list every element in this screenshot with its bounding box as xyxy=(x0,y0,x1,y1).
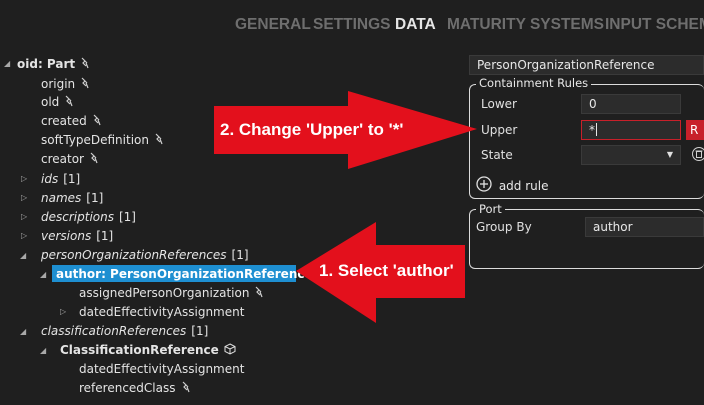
tree-item-old[interactable]: old xyxy=(41,93,74,111)
upper-label: Upper xyxy=(481,123,518,137)
annotation-step2-text: 2. Change 'Upper' to '*' xyxy=(220,120,403,139)
tree-item-classificationreference[interactable]: ClassificationReference xyxy=(60,341,236,359)
tab-general[interactable]: GENERAL xyxy=(235,16,311,33)
tree-item-created[interactable]: created xyxy=(41,112,102,130)
expand-arrow-icon[interactable]: ▷ xyxy=(21,174,28,183)
expand-arrow-icon[interactable]: ▷ xyxy=(60,307,67,316)
tree-item-classificationreferences[interactable]: classificationReferences[1] xyxy=(41,324,209,338)
trash-icon[interactable] xyxy=(692,146,704,166)
group-by-input[interactable]: author xyxy=(585,217,704,237)
lower-input[interactable]: 0 xyxy=(581,94,681,114)
tree-item-softtypedefinition[interactable]: softTypeDefinition xyxy=(41,131,164,149)
tree-item-ids[interactable]: ids[1] xyxy=(41,172,81,186)
state-label: State xyxy=(481,148,513,162)
tree-item-creator[interactable]: creator xyxy=(41,150,99,168)
annotation-arrow-step1 xyxy=(296,222,465,323)
link-icon xyxy=(80,76,90,94)
tree-item-dated-effectivity-2[interactable]: datedEffectivityAssignment xyxy=(79,362,245,376)
reset-button[interactable]: R xyxy=(686,120,704,140)
link-icon xyxy=(64,94,74,112)
tree-item-origin[interactable]: origin xyxy=(41,75,90,93)
port-group xyxy=(469,209,704,269)
tree-item-names[interactable]: names[1] xyxy=(41,191,104,205)
tab-bar: GENERAL SETTINGS DATA MATURITY SYSTEMS I… xyxy=(0,16,704,38)
collapse-arrow-icon[interactable]: ◢ xyxy=(4,59,11,68)
link-icon xyxy=(254,285,264,303)
tree-item-assignedpersonorganization[interactable]: assignedPersonOrganization xyxy=(79,284,264,302)
containment-rules-title: Containment Rules xyxy=(476,77,592,90)
add-rule-button[interactable]: add rule xyxy=(476,176,549,194)
state-select[interactable]: ▼ xyxy=(581,145,681,165)
tree-selection-highlight xyxy=(52,265,296,282)
group-by-label: Group By xyxy=(476,220,532,234)
plus-circle-icon xyxy=(476,176,492,197)
cube-icon xyxy=(224,342,236,360)
lower-label: Lower xyxy=(481,97,517,111)
tree-root[interactable]: oid: Part xyxy=(17,55,90,73)
port-title: Port xyxy=(476,203,505,216)
tree-item-versions[interactable]: versions[1] xyxy=(41,229,114,243)
link-icon xyxy=(181,380,191,398)
collapse-arrow-icon[interactable]: ◢ xyxy=(40,346,47,355)
expand-arrow-icon[interactable]: ▷ xyxy=(21,193,28,202)
tab-settings[interactable]: SETTINGS xyxy=(313,16,391,33)
tab-maturity-systems[interactable]: MATURITY SYSTEMS xyxy=(447,16,605,33)
expand-arrow-icon[interactable]: ▷ xyxy=(21,212,28,221)
type-field[interactable]: PersonOrganizationReference xyxy=(469,55,704,75)
annotation-step1-text: 1. Select 'author' xyxy=(319,261,454,280)
tab-input-schema[interactable]: INPUT SCHEM xyxy=(605,16,704,33)
collapse-arrow-icon[interactable]: ◢ xyxy=(20,327,27,336)
tree-item-personorganizationreferences[interactable]: personOrganizationReferences[1] xyxy=(41,248,249,262)
link-icon xyxy=(89,151,99,169)
link-icon xyxy=(80,56,90,74)
tab-data[interactable]: DATA xyxy=(395,16,436,33)
link-icon xyxy=(92,113,102,131)
upper-input[interactable]: * xyxy=(581,120,681,140)
annotation-arrow-step2 xyxy=(214,91,477,169)
tree-item-dated-effectivity-1[interactable]: datedEffectivityAssignment xyxy=(79,305,245,319)
chevron-down-icon: ▼ xyxy=(666,150,673,159)
tree-root-label: oid: Part xyxy=(17,57,76,71)
collapse-arrow-icon[interactable]: ◢ xyxy=(40,270,47,279)
tree-item-referencedclass[interactable]: referencedClass xyxy=(79,379,191,397)
expand-arrow-icon[interactable]: ▷ xyxy=(21,231,28,240)
collapse-arrow-icon[interactable]: ◢ xyxy=(20,251,27,260)
link-icon xyxy=(154,132,164,150)
tree-item-descriptions[interactable]: descriptions[1] xyxy=(41,210,136,224)
